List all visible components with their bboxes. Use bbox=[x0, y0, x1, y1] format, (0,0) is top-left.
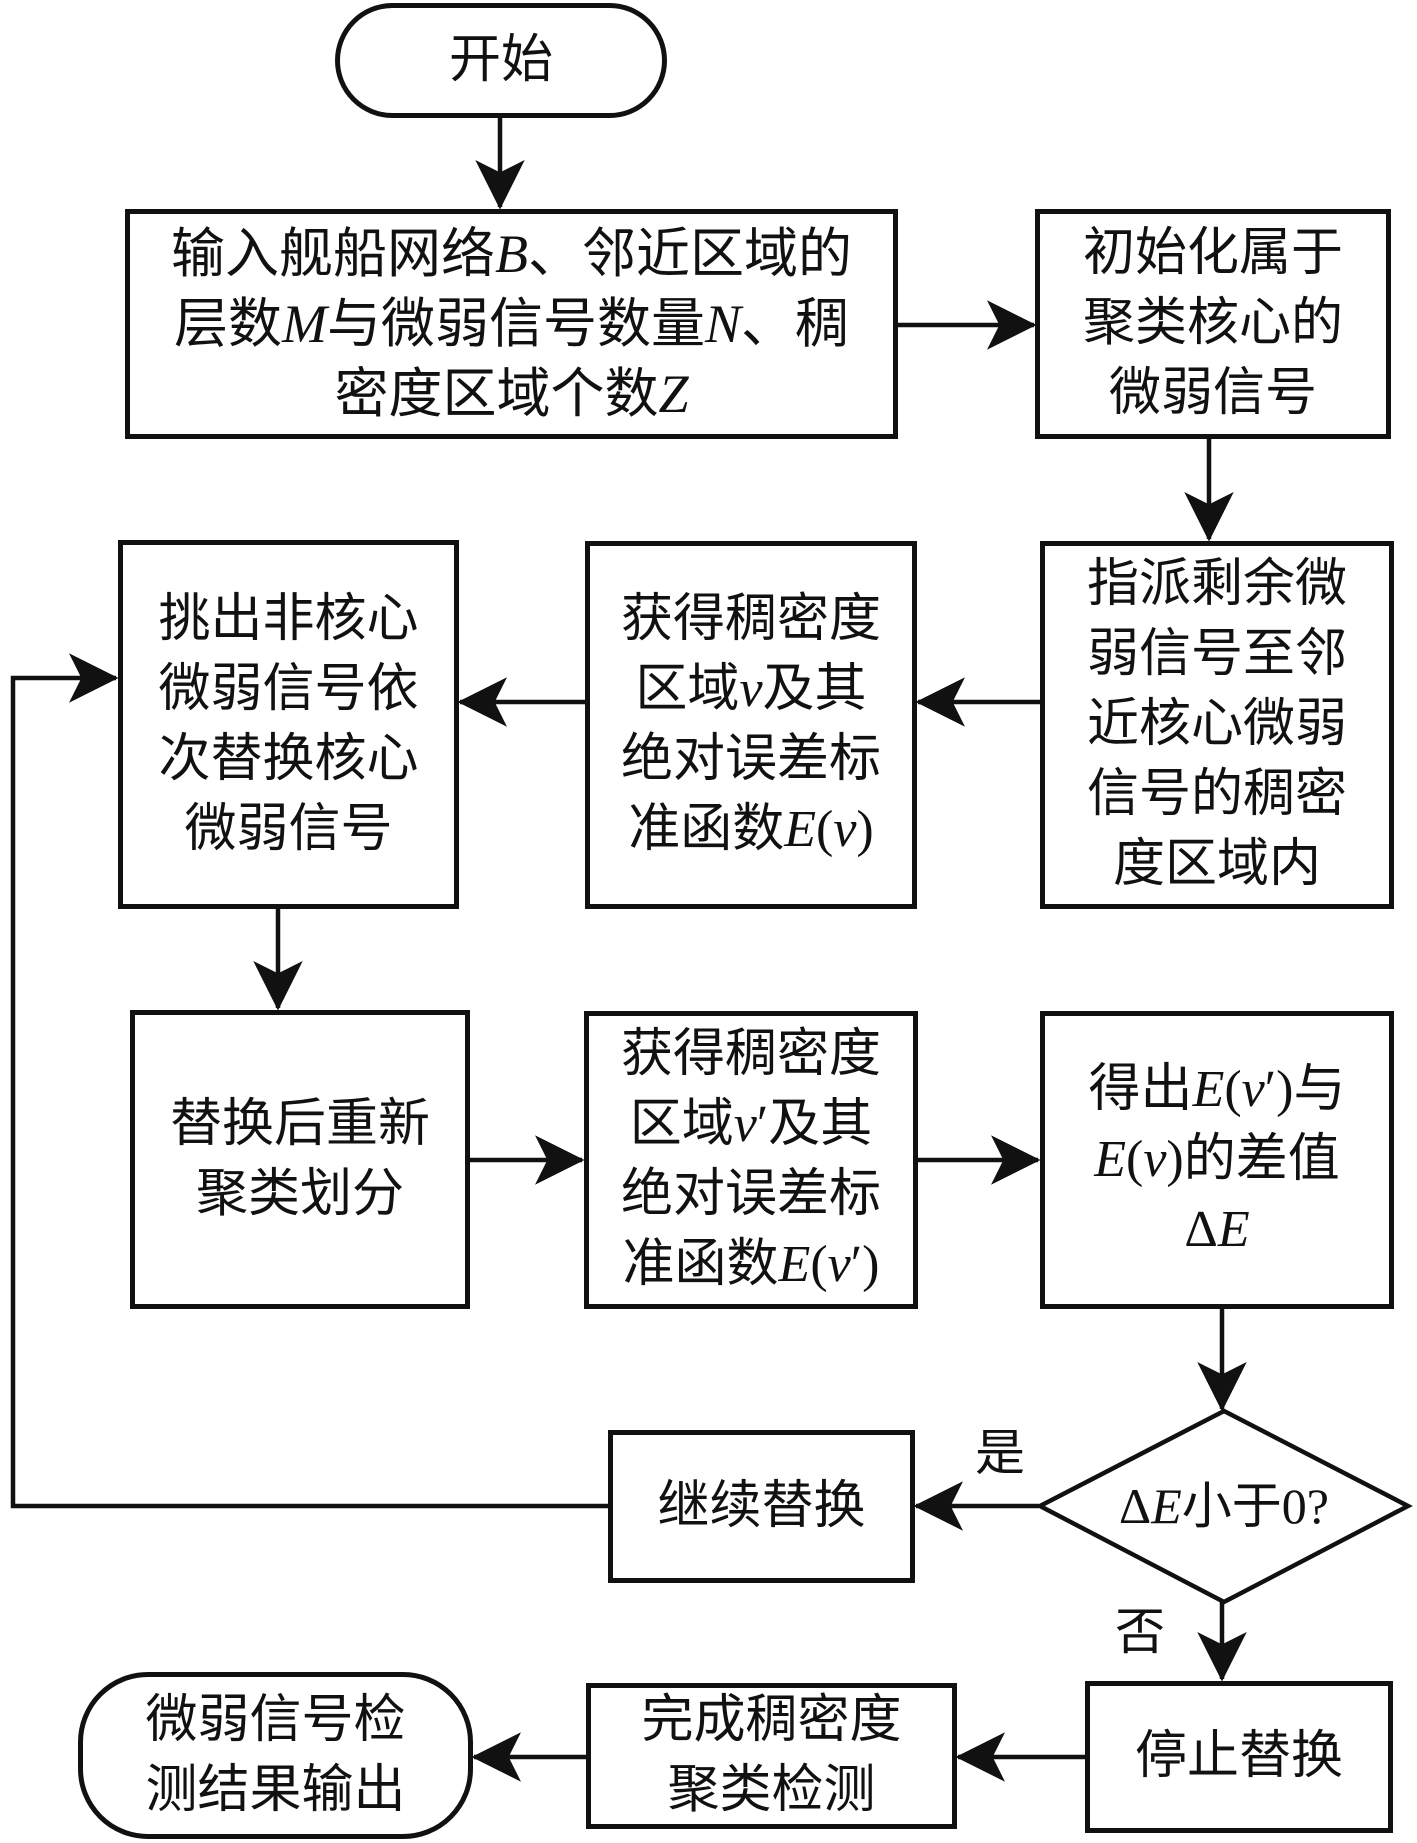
decision-diamond bbox=[1035, 1408, 1413, 1605]
region-v-line-1: 获得稠密度 bbox=[620, 591, 881, 648]
init-core-line-3: 微弱信号 bbox=[1108, 365, 1317, 422]
assign-line-1: 指派剩余微 bbox=[1086, 556, 1347, 613]
init-core-line-2: 聚类核心的 bbox=[1082, 295, 1343, 352]
continue-label: 继续替换 bbox=[657, 1477, 866, 1535]
edge-continue-loop-to-pick bbox=[10, 653, 608, 1509]
diff-line-1: 得出E(v′)与 bbox=[1088, 1061, 1346, 1118]
edge-label-yes: 是 bbox=[975, 1425, 1025, 1481]
init-core-line-1: 初始化属于 bbox=[1082, 225, 1343, 282]
region-v2-line-4: 准函数E(v′) bbox=[622, 1236, 880, 1293]
region-v2-line-2: 区域v′及其 bbox=[629, 1096, 873, 1153]
continue-box: 继续替换 bbox=[608, 1430, 915, 1583]
assign-line-2: 弱信号至邻 bbox=[1086, 626, 1347, 683]
diff-box: 得出E(v′)与 E(v)的差值 ΔE bbox=[1040, 1011, 1394, 1309]
assign-line-4: 信号的稠密 bbox=[1086, 766, 1347, 823]
output-terminal: 微弱信号检 测结果输出 bbox=[78, 1672, 473, 1839]
diff-line-3: ΔE bbox=[1184, 1201, 1250, 1258]
edge-label-no: 否 bbox=[1115, 1604, 1165, 1660]
input-line-1: 输入舰船网络B、邻近区域的 bbox=[171, 224, 852, 284]
pick-line-2: 微弱信号依 bbox=[158, 660, 419, 718]
recluster-line-1: 替换后重新 bbox=[169, 1095, 430, 1153]
input-box: 输入舰船网络B、邻近区域的 层数M与微弱信号数量N、稠 密度区域个数Z bbox=[125, 209, 898, 439]
stop-box: 停止替换 bbox=[1085, 1681, 1393, 1833]
input-line-2: 层数M与微弱信号数量N、稠 bbox=[173, 294, 849, 354]
region-v-line-4: 准函数E(v) bbox=[628, 801, 874, 858]
finish-line-1: 完成稠密度 bbox=[641, 1692, 902, 1749]
assign-box: 指派剩余微 弱信号至邻 近核心微弱 信号的稠密 度区域内 bbox=[1040, 541, 1394, 909]
output-line-1: 微弱信号检 bbox=[145, 1691, 406, 1749]
pick-line-1: 挑出非核心 bbox=[158, 590, 419, 648]
region-v-line-3: 绝对误差标 bbox=[620, 731, 881, 788]
region-v-line-2: 区域v及其 bbox=[635, 661, 867, 718]
start-terminal: 开始 bbox=[335, 3, 667, 118]
output-line-2: 测结果输出 bbox=[145, 1761, 406, 1819]
input-line-3: 密度区域个数Z bbox=[334, 364, 689, 424]
region-v2-line-1: 获得稠密度 bbox=[620, 1026, 881, 1083]
region-v-box: 获得稠密度 区域v及其 绝对误差标 准函数E(v) bbox=[585, 541, 917, 909]
finish-line-2: 聚类检测 bbox=[667, 1762, 876, 1819]
region-v2-line-3: 绝对误差标 bbox=[620, 1166, 881, 1223]
region-v-prime-box: 获得稠密度 区域v′及其 绝对误差标 准函数E(v′) bbox=[584, 1011, 918, 1309]
decision-label: ΔE小于0? bbox=[1119, 1478, 1329, 1534]
pick-line-3: 次替换核心 bbox=[158, 730, 419, 788]
stop-label: 停止替换 bbox=[1134, 1728, 1343, 1785]
recluster-line-2: 聚类划分 bbox=[195, 1165, 404, 1223]
recluster-box: 替换后重新 聚类划分 bbox=[130, 1010, 470, 1309]
diff-line-2: E(v)的差值 bbox=[1094, 1131, 1340, 1188]
assign-line-3: 近核心微弱 bbox=[1086, 696, 1347, 753]
start-label: 开始 bbox=[448, 31, 553, 89]
pick-noncore-box: 挑出非核心 微弱信号依 次替换核心 微弱信号 bbox=[118, 540, 459, 909]
assign-line-5: 度区域内 bbox=[1112, 836, 1321, 893]
init-core-box: 初始化属于 聚类核心的 微弱信号 bbox=[1035, 209, 1391, 439]
pick-line-4: 微弱信号 bbox=[184, 800, 393, 858]
finish-box: 完成稠密度 聚类检测 bbox=[586, 1683, 957, 1829]
